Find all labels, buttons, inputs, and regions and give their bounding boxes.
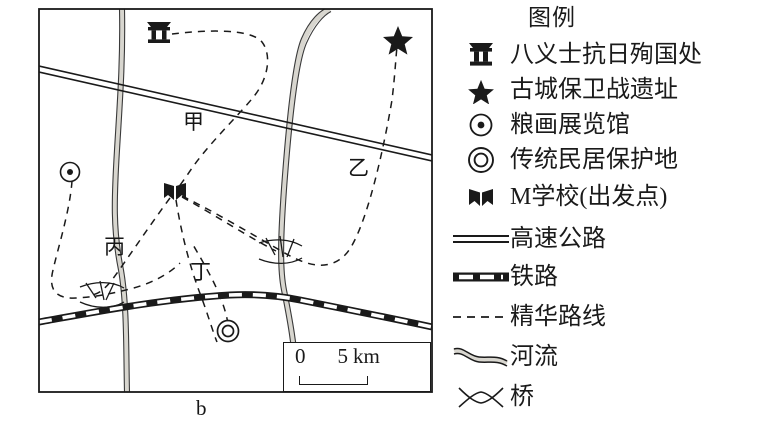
legend-label-m-school: M学校(出发点): [510, 184, 668, 210]
river-right-bank-b: [283, 11, 332, 392]
map-area-label-jia: 甲: [183, 110, 204, 134]
legend-row-railway: 铁路: [452, 260, 759, 294]
legend-panel: 图例 八义士抗日殉国处: [452, 0, 759, 428]
legend-label-railway: 铁路: [510, 264, 558, 290]
river-left: [112, 9, 130, 392]
legend-row-m-school: M学校(出发点): [452, 180, 759, 214]
star-icon: [383, 26, 413, 55]
figure-letter: b: [196, 396, 207, 420]
dot-in-circle-icon: [452, 108, 510, 142]
bridge-left-river: [79, 280, 125, 308]
scale-bar: 0 5 km: [283, 342, 431, 392]
highway-line-a: [39, 65, 432, 156]
legend-row-grain-hall: 粮画展览馆: [452, 108, 759, 142]
river-icon: [452, 340, 510, 374]
legend-row-monument: 八义士抗日殉国处: [452, 38, 759, 72]
river-left-bank-b: [116, 9, 131, 392]
legend-label-bridge: 桥: [510, 384, 534, 410]
legend-label-grain-hall: 粮画展览馆: [510, 112, 630, 138]
legend-label-traditional-village: 传统民居保护地: [510, 147, 678, 173]
legend-title: 图例: [528, 5, 576, 30]
gate-monument-icon: [452, 38, 510, 72]
double-circle-icon: [452, 143, 510, 177]
map-area-label-yi: 乙: [348, 156, 369, 180]
route-school-to-star: [181, 46, 398, 266]
route-school-to-right-bridge: [181, 196, 277, 252]
legend-label-highway: 高速公路: [510, 226, 606, 252]
open-book-icon: [452, 180, 510, 214]
route-grainhall-to-left-bridge: [50, 180, 181, 299]
railway-icon: [452, 260, 510, 294]
river-left-bank-a: [111, 9, 126, 392]
scale-five-label: 5: [337, 344, 349, 368]
legend-row-bridge: 桥: [452, 380, 759, 414]
map-graphic: [38, 8, 433, 393]
route-school-to-ding: [175, 199, 218, 343]
legend-label-battle-site: 古城保卫战遗址: [510, 77, 678, 103]
map-frame-border: [38, 8, 433, 393]
legend-row-traditional-village: 传统民居保护地: [452, 143, 759, 177]
route-village-to-ding: [191, 242, 229, 325]
double-circle-icon: [216, 319, 240, 343]
map-area-label-ding: 丁: [190, 260, 211, 284]
legend-row-battle-site: 古城保卫战遗址: [452, 73, 759, 107]
bridge-icon: [452, 380, 510, 414]
legend-label-dashed-route: 精华路线: [510, 304, 606, 330]
dot-in-circle-icon: [59, 161, 81, 183]
scale-bar-ruler: [299, 376, 368, 385]
legend-row-dashed-route: 精华路线: [452, 300, 759, 334]
star-icon: [452, 73, 510, 107]
scale-zero-label: 0: [295, 344, 306, 368]
railway-ties: [39, 292, 432, 329]
legend-row-highway: 高速公路: [452, 222, 759, 256]
river-right: [278, 9, 332, 392]
gate-monument-icon: [147, 22, 171, 43]
map-panel: 甲 乙 丙 丁 0 5 km b: [38, 8, 433, 420]
bridge-right-river: [258, 235, 303, 265]
scale-bar-labels: 0 5 km: [284, 346, 432, 367]
dashed-route-icon: [452, 300, 510, 334]
scale-unit-label: km: [353, 344, 380, 368]
highway-icon: [452, 222, 510, 256]
legend-label-monument: 八义士抗日殉国处: [510, 42, 702, 68]
highway-line-b: [39, 71, 432, 162]
open-book-icon: [164, 183, 186, 200]
route-school-to-left-bridge: [91, 197, 171, 296]
legend-label-river: 河流: [510, 344, 558, 370]
map-area-label-bing: 丙: [104, 235, 125, 259]
route-monument-to-school: [171, 30, 269, 189]
river-right-bank-a: [278, 9, 326, 392]
legend-row-river: 河流: [452, 340, 759, 374]
